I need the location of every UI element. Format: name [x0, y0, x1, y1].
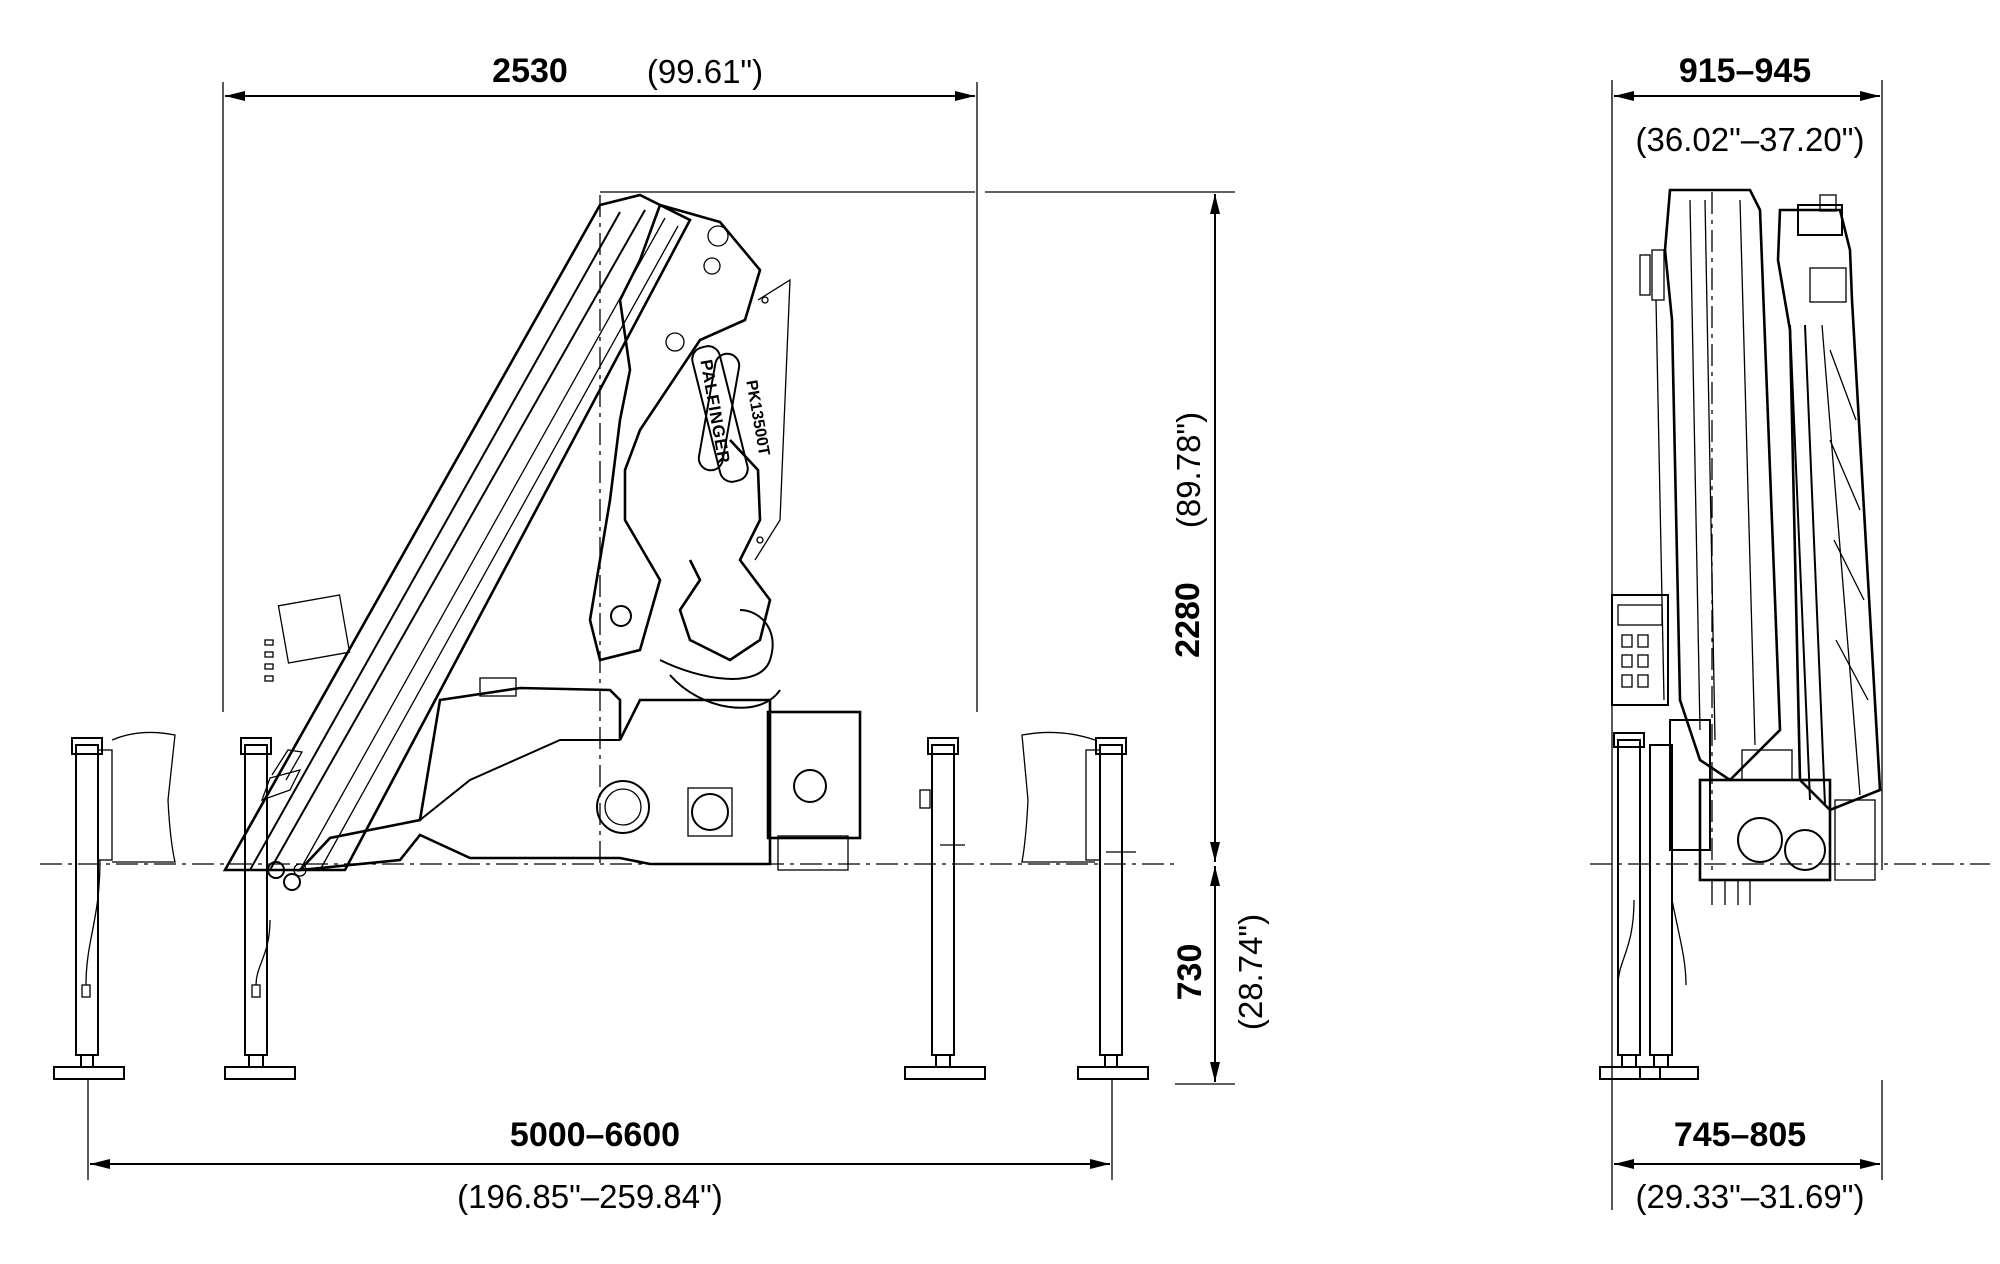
dim-overall-length-mm: 2530	[492, 52, 568, 90]
brand-logo-text: PALFINGER	[696, 358, 733, 466]
end-view-outrigger-left	[1599, 732, 1661, 1080]
dim-overall-length-in: (99.61")	[647, 53, 763, 90]
outrigger-leg-left	[224, 737, 296, 1080]
end-view-outrigger-right	[1639, 744, 1699, 1080]
dim-base-width-in: (29.33"–31.69")	[1636, 1178, 1865, 1215]
end-view-control-block	[1611, 594, 1876, 905]
dim-height-above-in: (89.78")	[1170, 412, 1207, 528]
dim-height-above-base: 2280 (89.78")	[1169, 194, 1220, 862]
dim-height-below-in: (28.74")	[1232, 914, 1269, 1030]
dim-overall-length: 2530 (99.61")	[222, 52, 978, 712]
outrigger-leg-far-left	[53, 737, 125, 1080]
dim-height-below-base: 730 (28.74")	[1171, 866, 1269, 1085]
model-number-text: PK13500T	[742, 379, 772, 458]
side-view: 2530 (99.61") 2280 (89.78") 730 (28.74")…	[40, 52, 1269, 1215]
dim-top-width-in: (36.02"–37.20")	[1636, 121, 1865, 158]
dim-height-above-mm: 2280	[1169, 582, 1207, 658]
dim-outrigger-span-mm: 5000–6600	[510, 1116, 680, 1154]
dim-outrigger-span-in: (196.85"–259.84")	[457, 1178, 723, 1215]
end-view: 915–945 (36.02"–37.20") 745–805 (29.33"–…	[1590, 52, 1990, 1215]
end-view-boom-package	[1639, 188, 1882, 812]
outrigger-leg-far-right	[1077, 737, 1149, 1080]
dim-top-width: 915–945 (36.02"–37.20")	[1611, 52, 1883, 1210]
outrigger-leg-right	[904, 737, 986, 1080]
dim-base-width: 745–805 (29.33"–31.69")	[1614, 1080, 1883, 1215]
dim-outrigger-span: 5000–6600 (196.85"–259.84")	[87, 1080, 1113, 1215]
dim-height-below-mm: 730	[1171, 944, 1209, 1001]
truck-frame-right	[1021, 731, 1096, 863]
truck-frame-left	[111, 731, 176, 863]
knuckle-arm	[588, 203, 791, 709]
dim-base-width-mm: 745–805	[1674, 1116, 1806, 1154]
dim-top-width-mm: 915–945	[1679, 52, 1811, 90]
